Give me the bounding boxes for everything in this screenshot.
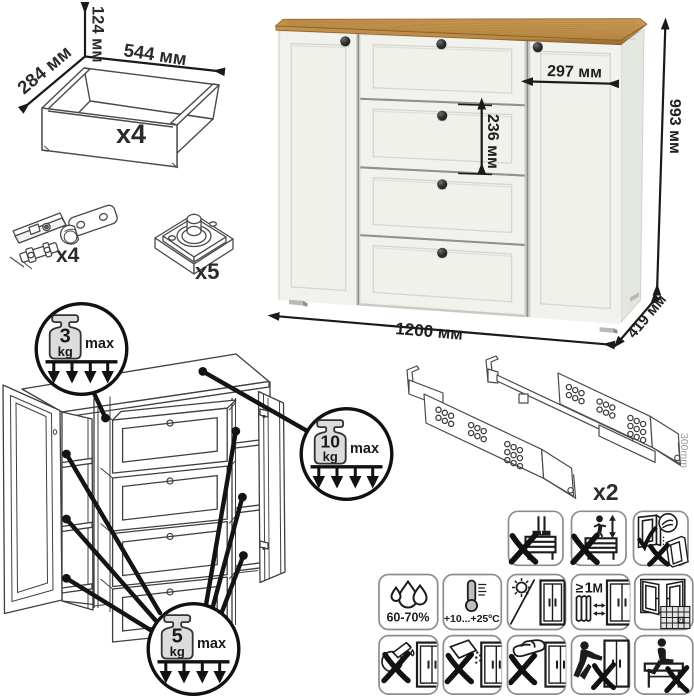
svg-text:1: 1: [585, 580, 593, 597]
svg-text:5: 5: [172, 626, 183, 648]
svg-text:124 мм: 124 мм: [89, 6, 107, 63]
svg-text:3: 3: [60, 326, 71, 348]
svg-text:max: max: [85, 336, 114, 352]
svg-text:M: M: [593, 582, 603, 596]
svg-text:x2: x2: [593, 479, 619, 505]
svg-text:10: 10: [320, 432, 340, 452]
svg-text:max: max: [350, 441, 379, 457]
svg-text:297 мм: 297 мм: [547, 63, 602, 82]
svg-text:kg: kg: [323, 449, 338, 464]
svg-text:993 мм: 993 мм: [666, 99, 683, 154]
svg-text:236 мм: 236 мм: [484, 114, 501, 169]
svg-text:≥: ≥: [576, 580, 584, 596]
svg-text:x4: x4: [56, 244, 80, 267]
svg-text:x5: x5: [195, 259, 219, 284]
svg-text:kg: kg: [170, 644, 185, 659]
svg-text:60-70%: 60-70%: [386, 611, 429, 625]
svg-text:21: 21: [678, 619, 684, 625]
svg-text:x4: x4: [116, 119, 146, 149]
svg-text:kg: kg: [58, 344, 73, 359]
svg-text:max: max: [197, 636, 226, 652]
svg-text:300mm: 300mm: [678, 433, 690, 468]
svg-text:+10...+25ºC: +10...+25ºC: [444, 613, 500, 625]
